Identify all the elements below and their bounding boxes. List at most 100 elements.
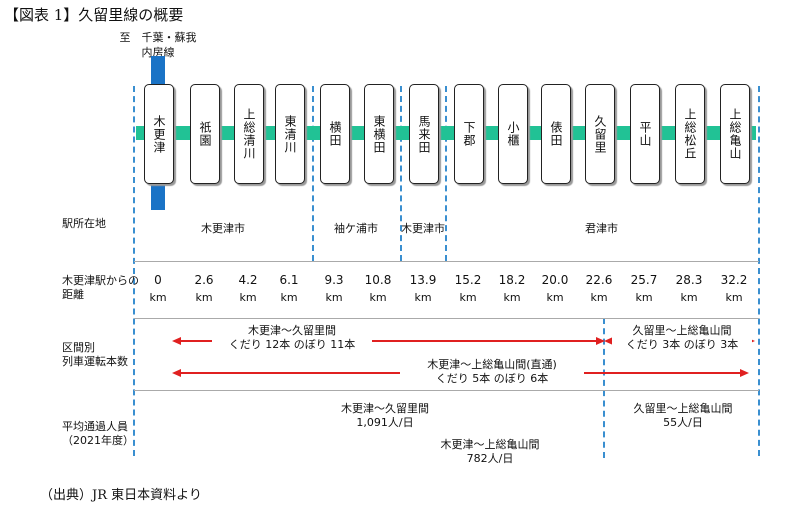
distance-makuta: 13.9 km: [403, 272, 443, 306]
arrow-head-right: [596, 337, 605, 345]
distance-value: 10.8: [364, 273, 392, 287]
distance-unit: km: [459, 291, 477, 304]
passengers-section2: 久留里～上総亀山間 55人/日: [610, 402, 756, 430]
passengers-section1: 木更津～久留里間 1,091人/日: [300, 402, 470, 430]
destination-label: 至 千葉・蘇我 内房線: [112, 30, 204, 60]
station-tawarada: 俵田: [541, 84, 571, 184]
station-shimogori: 下郡: [454, 84, 484, 184]
trains-through: 木更津～上総亀山間(直通) くだり 5本 のぼり 6本: [400, 358, 584, 386]
distance-value: 4.2: [238, 273, 258, 287]
station-higashi-kiyokawa: 東清川: [275, 84, 305, 184]
distance-value: 9.3: [324, 273, 344, 287]
row-label-passengers: 平均通過人員 （2021年度）: [62, 420, 134, 448]
destination-line: 内房線: [141, 46, 175, 59]
row-label-trains-line2: 列車運転本数: [62, 355, 128, 368]
arrow-head-left: [172, 369, 181, 377]
row-label-distance-line2: 距離: [62, 288, 84, 301]
station-kazusa-matsuoka: 上総松丘: [675, 84, 705, 184]
row-label-distance: 木更津駅からの 距離: [62, 274, 139, 302]
distance-unit: km: [239, 291, 257, 304]
arrow-head-left: [604, 337, 613, 345]
distance-unit: km: [546, 291, 564, 304]
distance-unit: km: [590, 291, 608, 304]
passengers-section2-name: 久留里～上総亀山間: [633, 402, 733, 415]
city-kisarazu-1: 木更津市: [201, 222, 245, 235]
divider-left: [133, 86, 135, 456]
station-kazusa-kiyokawa: 上総清川: [234, 84, 264, 184]
row-label-passengers-line1: 平均通過人員: [62, 420, 128, 433]
distance-unit: km: [369, 291, 387, 304]
trains-section2-name: 久留里～上総亀山間: [632, 324, 732, 337]
distance-unit: km: [503, 291, 521, 304]
station-obitsu: 小櫃: [498, 84, 528, 184]
distance-yokota: 9.3 km: [314, 272, 354, 306]
row-label-trains: 区間別 列車運転本数: [62, 341, 128, 369]
separator-distance: [134, 318, 759, 319]
destination-direction: 至 千葉・蘇我: [119, 31, 197, 44]
trains-section2-count: くだり 3本 のぼり 3本: [625, 338, 739, 351]
passengers-section2-value: 55人/日: [663, 416, 703, 429]
passengers-section1-value: 1,091人/日: [356, 416, 414, 429]
distance-value: 32.2: [720, 273, 748, 287]
distance-value: 25.7: [630, 273, 658, 287]
distance-value: 15.2: [454, 273, 482, 287]
kururi-line-track: [136, 126, 756, 140]
trains-through-count: くだり 5本 のぼり 6本: [435, 372, 549, 385]
separator-location: [134, 261, 759, 262]
trains-through-name: 木更津～上総亀山間(直通): [427, 358, 557, 371]
divider-right: [758, 86, 760, 456]
separator-trains: [134, 390, 759, 391]
divider-kisarazu-sodegaura: [312, 86, 314, 261]
distance-value: 0: [154, 273, 162, 287]
source-note: （出典）JR 東日本資料より: [40, 488, 202, 503]
station-gion: 祇園: [190, 84, 220, 184]
trains-section2: 久留里～上総亀山間 くだり 3本 のぼり 3本: [612, 324, 752, 352]
distance-value: 20.0: [541, 273, 569, 287]
row-label-passengers-line2: （2021年度）: [62, 434, 134, 447]
city-kimitsu: 君津市: [585, 222, 618, 235]
row-label-distance-line1: 木更津駅からの: [62, 274, 139, 287]
distance-value: 13.9: [409, 273, 437, 287]
city-kisarazu-2: 木更津市: [401, 222, 445, 235]
station-kazusa-kameyama: 上総亀山: [720, 84, 750, 184]
trains-section1-count: くだり 12本 のぼり 11本: [228, 338, 356, 351]
distance-kazusa-kameyama: 32.2 km: [714, 272, 754, 306]
divider-kururi: [603, 318, 605, 458]
distance-unit: km: [680, 291, 698, 304]
distance-unit: km: [635, 291, 653, 304]
distance-tawarada: 20.0 km: [535, 272, 575, 306]
divider-sodegaura-kisarazu: [400, 86, 402, 261]
distance-obitsu: 18.2 km: [492, 272, 532, 306]
passengers-section1-name: 木更津～久留里間: [341, 402, 429, 415]
distance-kazusa-kiyokawa: 4.2 km: [228, 272, 268, 306]
distance-unit: km: [325, 291, 343, 304]
station-kisarazu: 木更津: [144, 84, 174, 184]
divider-kisarazu-kimitsu: [445, 86, 447, 261]
distance-shimogori: 15.2 km: [448, 272, 488, 306]
distance-unit: km: [280, 291, 298, 304]
distance-kisarazu: 0 km: [138, 272, 178, 306]
distance-hirayama: 25.7 km: [624, 272, 664, 306]
distance-value: 18.2: [498, 273, 526, 287]
distance-unit: km: [414, 291, 432, 304]
passengers-all: 木更津～上総亀山間 782人/日: [400, 438, 580, 466]
distance-higashi-yokota: 10.8 km: [358, 272, 398, 306]
trains-section1: 木更津～久留里間 くだり 12本 のぼり 11本: [212, 324, 372, 352]
distance-value: 6.1: [279, 273, 299, 287]
arrow-head-left: [172, 337, 181, 345]
distance-value: 22.6: [585, 273, 613, 287]
arrow-head-right: [740, 369, 749, 377]
figure-title: 【図表 1】久留里線の概要: [4, 6, 184, 24]
station-higashi-yokota: 東横田: [364, 84, 394, 184]
distance-unit: km: [725, 291, 743, 304]
city-sodegaura: 袖ケ浦市: [334, 222, 378, 235]
trains-section1-name: 木更津～久留里間: [248, 324, 336, 337]
distance-kururi: 22.6 km: [579, 272, 619, 306]
distance-value: 28.3: [675, 273, 703, 287]
station-kururi: 久留里: [585, 84, 615, 184]
passengers-all-name: 木更津～上総亀山間: [440, 438, 540, 451]
distance-higashi-kiyokawa: 6.1 km: [269, 272, 309, 306]
distance-unit: km: [149, 291, 167, 304]
distance-kazusa-matsuoka: 28.3 km: [669, 272, 709, 306]
